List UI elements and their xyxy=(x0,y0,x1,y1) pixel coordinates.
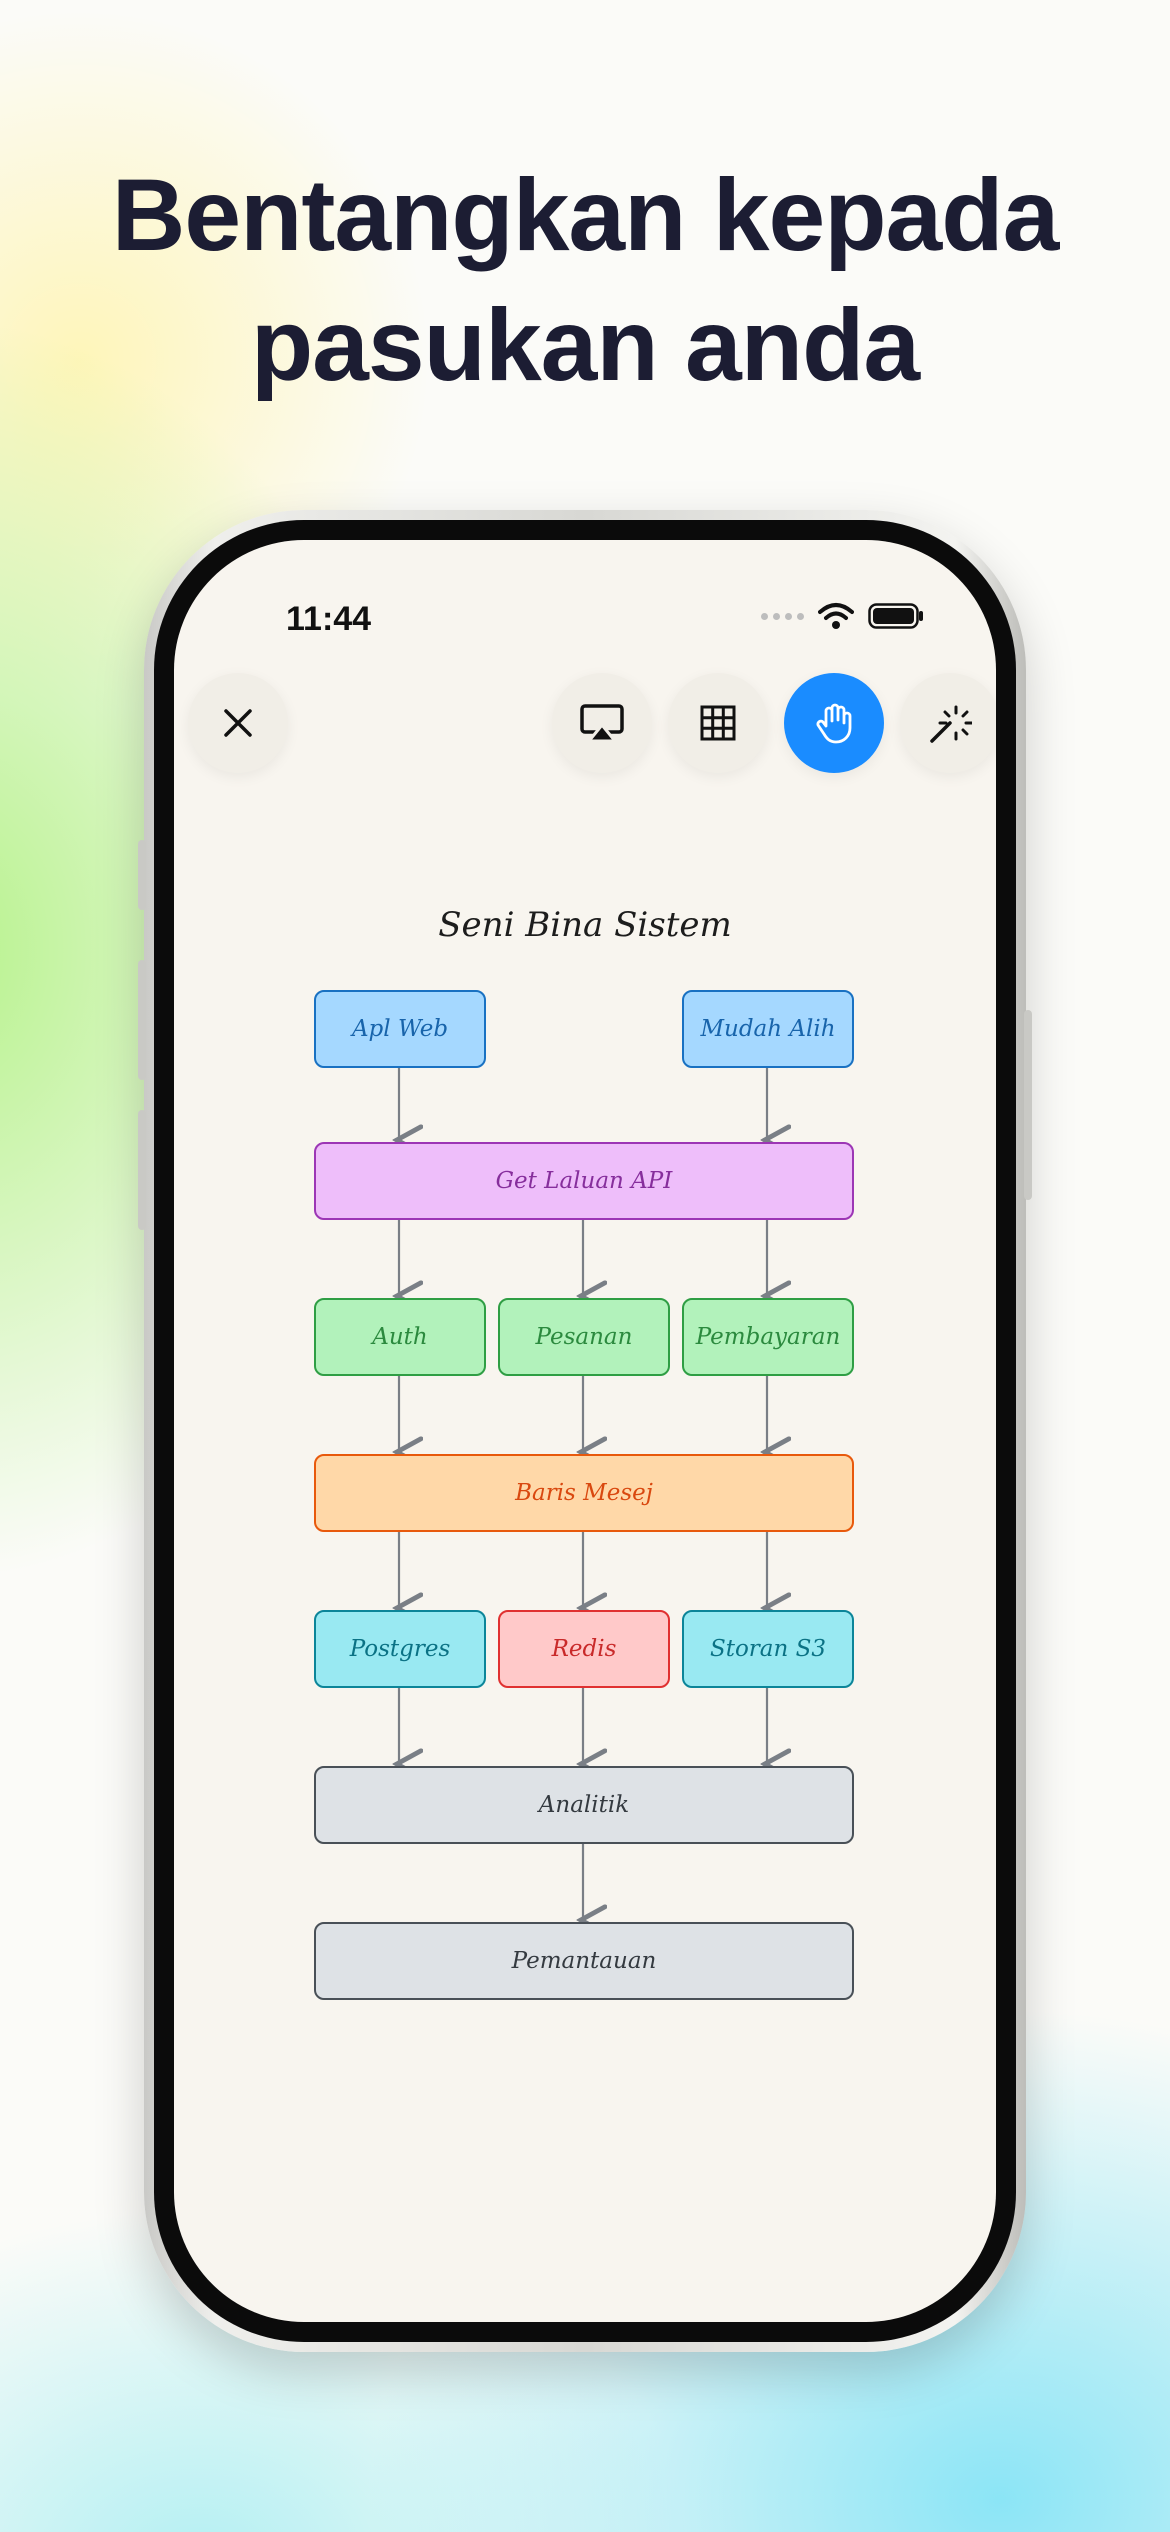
close-button[interactable] xyxy=(188,673,288,773)
grid-icon xyxy=(700,705,736,741)
close-icon xyxy=(224,709,252,737)
wifi-icon xyxy=(818,603,854,629)
diagram-arrows xyxy=(174,1066,996,2040)
volume-up-button xyxy=(138,960,146,1080)
status-time: 11:44 xyxy=(286,600,372,638)
status-icons xyxy=(761,602,924,630)
battery-icon xyxy=(868,603,923,629)
node-s3-storage[interactable]: Storan S3 xyxy=(682,1610,854,1688)
headline-line-2: pasukan anda xyxy=(250,288,920,402)
phone-screen: 11:44 xyxy=(174,540,996,2322)
node-payments[interactable]: Pembayaran xyxy=(682,1298,854,1376)
node-postgres[interactable]: Postgres xyxy=(314,1610,486,1688)
airplay-button[interactable] xyxy=(552,673,652,773)
node-mobile[interactable]: Mudah Alih xyxy=(682,990,854,1068)
laser-pointer-button[interactable] xyxy=(900,673,996,773)
node-api-gateway[interactable]: Get Laluan API xyxy=(314,1142,854,1220)
node-redis[interactable]: Redis xyxy=(498,1610,670,1688)
grid-button[interactable] xyxy=(668,673,768,773)
diagram-canvas[interactable]: Seni Bina Sistem xyxy=(174,540,996,2322)
side-button xyxy=(1024,1010,1032,1200)
headline-line-1: Bentangkan kepada xyxy=(111,158,1060,272)
node-orders[interactable]: Pesanan xyxy=(498,1298,670,1376)
node-web-app[interactable]: Apl Web xyxy=(314,990,486,1068)
laser-pointer-icon xyxy=(930,705,972,743)
node-message-queue[interactable]: Baris Mesej xyxy=(314,1454,854,1532)
hand-tool-button[interactable] xyxy=(784,673,884,773)
node-monitoring[interactable]: Pemantauan xyxy=(314,1922,854,2000)
node-auth[interactable]: Auth xyxy=(314,1298,486,1376)
volume-down-button xyxy=(138,1110,146,1230)
headline: Bentangkan kepada pasukan anda xyxy=(0,150,1170,410)
node-analytics[interactable]: Analitik xyxy=(314,1766,854,1844)
phone-frame: 11:44 xyxy=(138,510,1032,2352)
phone-bezel: 11:44 xyxy=(154,520,1016,2342)
mute-switch xyxy=(138,840,146,910)
hand-icon xyxy=(816,703,852,744)
diagram-title: Seni Bina Sistem xyxy=(438,905,732,945)
airplay-icon xyxy=(580,704,624,743)
signal-dots-icon xyxy=(761,612,804,620)
